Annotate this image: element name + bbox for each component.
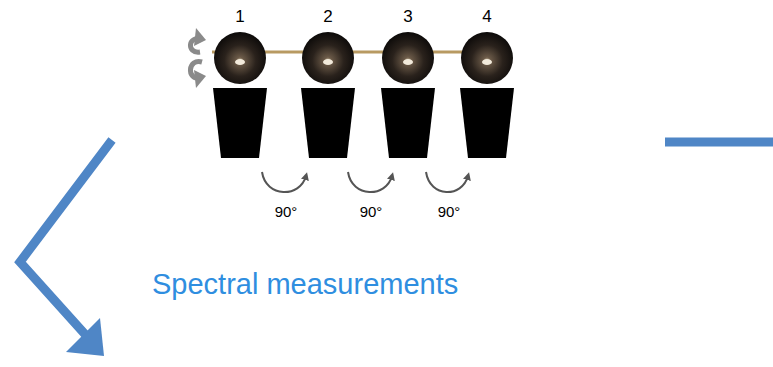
angle-label: 90°	[360, 204, 383, 219]
callout-number: 4	[482, 8, 491, 25]
step-label: Spectral measurements	[152, 270, 458, 299]
spheres	[214, 32, 513, 84]
rotation-arrow	[190, 28, 206, 88]
flow-arrow	[20, 140, 773, 342]
holders	[213, 88, 514, 158]
angle-label: 90°	[275, 204, 298, 219]
callout-number: 1	[235, 8, 244, 25]
turn-arrows	[262, 172, 468, 192]
callout-number: 3	[403, 8, 412, 25]
angle-label: 90°	[438, 204, 461, 219]
callout-number: 2	[323, 8, 332, 25]
arrow-head	[66, 318, 104, 356]
